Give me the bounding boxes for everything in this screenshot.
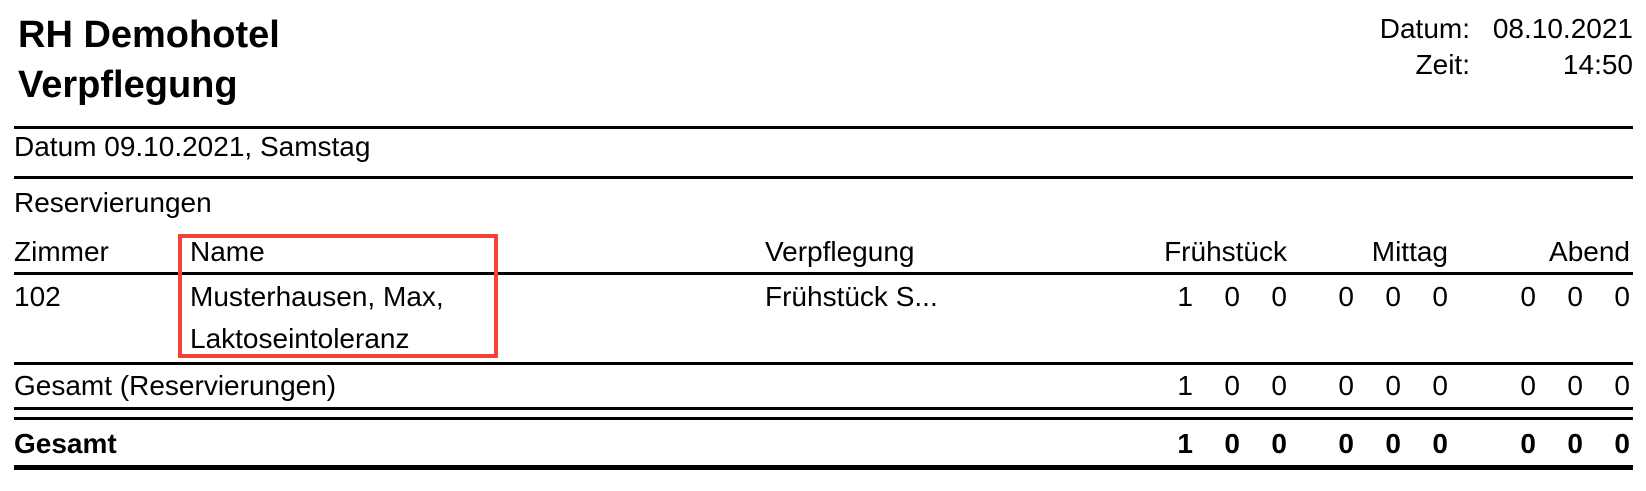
count-cell: 0 bbox=[1432, 370, 1448, 401]
divider-line-under-row bbox=[14, 362, 1633, 365]
subtotal-fruehstueck-counts: 1 0 0 bbox=[1146, 372, 1287, 400]
count-cell: 1 bbox=[1177, 370, 1193, 401]
count-cell: 0 bbox=[1271, 370, 1287, 401]
count-cell: 0 bbox=[1567, 428, 1583, 459]
total-label: Gesamt bbox=[14, 428, 117, 459]
count-cell: 0 bbox=[1520, 428, 1536, 459]
count-cell: 0 bbox=[1338, 428, 1354, 459]
subtotal-label: Gesamt (Reservierungen) bbox=[14, 370, 337, 401]
count-cell: 0 bbox=[1271, 281, 1287, 312]
column-header-verpflegung: Verpflegung bbox=[765, 236, 915, 267]
column-header-abend: Abend bbox=[1549, 236, 1630, 267]
double-divider-line-upper bbox=[14, 407, 1633, 410]
total-abend-counts: 0 0 0 bbox=[1489, 430, 1630, 458]
subtotal-row: Gesamt (Reservierungen) 1 0 0 0 0 0 0 0 … bbox=[0, 372, 1646, 408]
count-cell: 0 bbox=[1338, 281, 1354, 312]
print-time-value: 14:50 bbox=[1562, 49, 1633, 80]
total-fruehstueck-counts: 1 0 0 bbox=[1146, 430, 1287, 458]
count-cell: 0 bbox=[1614, 428, 1630, 459]
count-cell: 0 bbox=[1271, 428, 1287, 459]
count-cell: 0 bbox=[1338, 370, 1354, 401]
cell-fruehstueck-counts: 1 0 0 bbox=[1146, 283, 1287, 311]
count-cell: 0 bbox=[1567, 370, 1583, 401]
cell-verpflegung: Frühstück S... bbox=[765, 281, 938, 312]
report-title-line2: Verpflegung bbox=[18, 64, 238, 106]
divider-line-under-header bbox=[14, 272, 1633, 275]
column-header-fruehstueck: Frühstück bbox=[1164, 236, 1287, 267]
total-mittag-counts: 0 0 0 bbox=[1307, 430, 1448, 458]
count-cell: 0 bbox=[1432, 428, 1448, 459]
column-header-name: Name bbox=[190, 236, 265, 267]
divider-line-top bbox=[14, 126, 1633, 129]
report-title-line1: RH Demohotel bbox=[18, 14, 280, 56]
report-day-line: Datum 09.10.2021, Samstag bbox=[14, 131, 371, 162]
count-cell: 1 bbox=[1177, 428, 1193, 459]
count-cell: 0 bbox=[1385, 370, 1401, 401]
table-row: 102 Musterhausen, Max, Frühstück S... 1 … bbox=[0, 283, 1646, 319]
cell-mittag-counts: 0 0 0 bbox=[1307, 283, 1448, 311]
annotation-red-box bbox=[178, 234, 498, 358]
cell-name-line1: Musterhausen, Max, bbox=[190, 281, 444, 312]
double-divider-line-lower bbox=[14, 417, 1633, 420]
count-cell: 0 bbox=[1224, 281, 1240, 312]
cell-abend-counts: 0 0 0 bbox=[1489, 283, 1630, 311]
subtotal-abend-counts: 0 0 0 bbox=[1489, 372, 1630, 400]
count-cell: 0 bbox=[1385, 428, 1401, 459]
count-cell: 0 bbox=[1224, 370, 1240, 401]
column-header-zimmer: Zimmer bbox=[14, 236, 109, 267]
count-cell: 0 bbox=[1567, 281, 1583, 312]
cell-zimmer: 102 bbox=[14, 281, 61, 312]
count-cell: 0 bbox=[1432, 281, 1448, 312]
total-row: Gesamt 1 0 0 0 0 0 0 0 0 bbox=[0, 430, 1646, 466]
print-time-label: Zeit: bbox=[1415, 49, 1470, 80]
divider-line-under-day bbox=[14, 176, 1633, 179]
count-cell: 0 bbox=[1614, 281, 1630, 312]
count-cell: 1 bbox=[1177, 281, 1193, 312]
column-header-mittag: Mittag bbox=[1371, 236, 1448, 267]
table-header-row: Zimmer Name Verpflegung Frühstück Mittag… bbox=[0, 238, 1646, 274]
subtotal-mittag-counts: 0 0 0 bbox=[1307, 372, 1448, 400]
cell-name-line2: Laktoseintoleranz bbox=[190, 323, 410, 354]
section-title-reservierungen: Reservierungen bbox=[14, 187, 212, 218]
count-cell: 0 bbox=[1520, 281, 1536, 312]
bottom-thick-line bbox=[14, 465, 1633, 470]
print-date-value: 08.10.2021 bbox=[1492, 13, 1633, 44]
count-cell: 0 bbox=[1614, 370, 1630, 401]
print-date-label: Datum: bbox=[1379, 13, 1470, 44]
count-cell: 0 bbox=[1385, 281, 1401, 312]
count-cell: 0 bbox=[1224, 428, 1240, 459]
count-cell: 0 bbox=[1520, 370, 1536, 401]
table-row-continuation: Laktoseintoleranz bbox=[0, 325, 1646, 361]
